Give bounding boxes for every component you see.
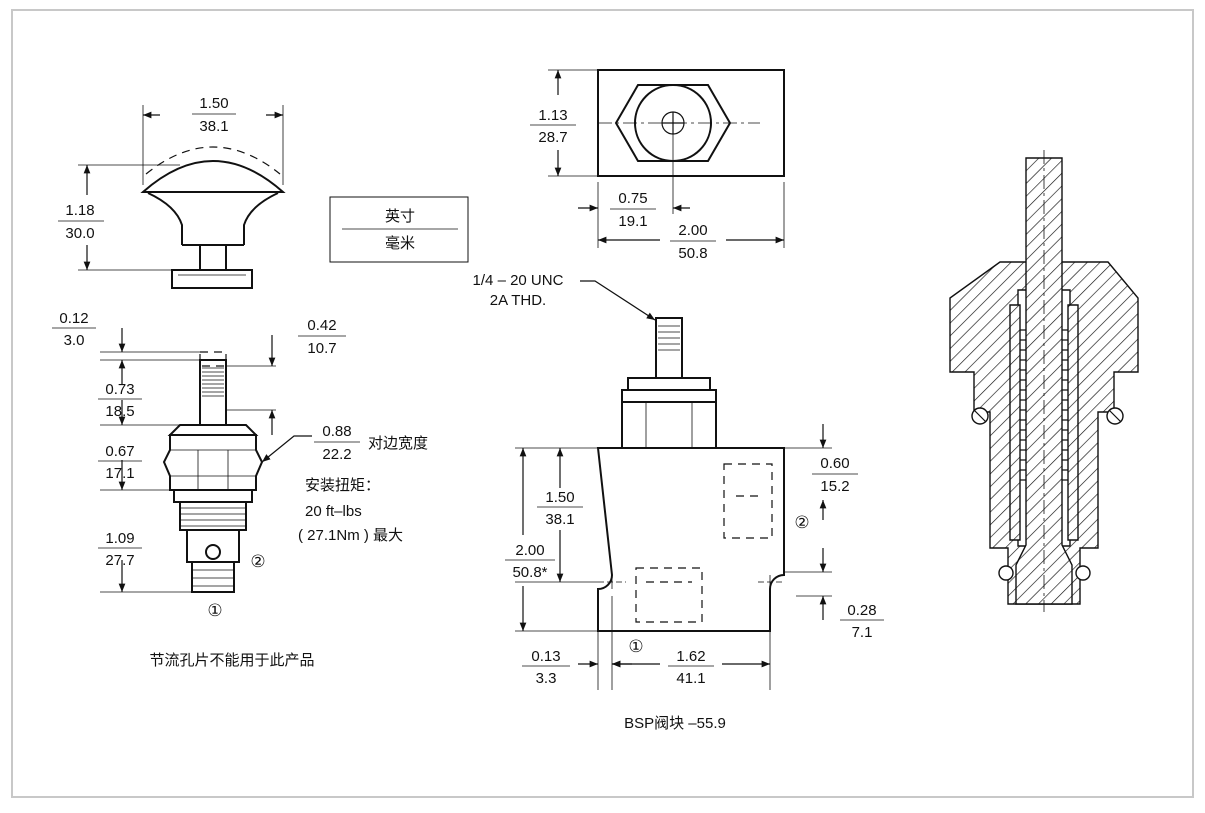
- block-front-view: 1/4 – 20 UNC 2A THD. ② ① 0.60 15.2 0.28: [473, 272, 884, 732]
- cartridge-port-1: ①: [207, 601, 222, 620]
- thread-line1: 1/4 – 20 UNC: [473, 272, 564, 289]
- cartridge-thread: [202, 367, 224, 397]
- units-legend: 英寸 毫米: [329, 196, 469, 263]
- section-view: [949, 150, 1139, 612]
- front-tot-in: 2.00: [515, 542, 544, 559]
- sheet-border: [11, 9, 1194, 798]
- block-top-view: 1.13 28.7 0.75 19.1 2.00 50.8: [530, 69, 785, 262]
- front-span-mm: 41.1: [676, 670, 705, 687]
- cartridge-d1-in: 0.12: [59, 310, 88, 327]
- cartridge-d1-mm: 3.0: [64, 332, 85, 349]
- front-mid-in: 1.50: [545, 489, 574, 506]
- knob-width-mm: 38.1: [199, 118, 228, 135]
- units-inch: 英寸: [385, 207, 415, 225]
- front-edge-in: 0.13: [531, 648, 560, 665]
- thread-leader: [580, 280, 656, 321]
- cartridge-d4-mm: 17.1: [105, 465, 134, 482]
- front-port-2: ②: [794, 513, 809, 532]
- thread-line2: 2A THD.: [490, 292, 546, 309]
- block-caption: BSP阀块 –55.9: [624, 715, 726, 732]
- cartridge-d2-in: 0.42: [307, 317, 336, 334]
- front-hex: [621, 401, 717, 449]
- block-top-off-mm: 19.1: [618, 213, 647, 230]
- hex-leader: [261, 435, 312, 463]
- front-span-in: 1.62: [676, 648, 705, 665]
- cartridge-stem: [199, 359, 227, 426]
- cartridge-d4-in: 0.67: [105, 443, 134, 460]
- knob-stem: [199, 244, 227, 271]
- front-hidden-port-1: [635, 567, 703, 623]
- knob-width-in: 1.50: [199, 95, 228, 112]
- section-sleeve: [1009, 304, 1079, 541]
- cartridge-flange: [173, 489, 253, 503]
- section-oring-left: [998, 565, 1014, 581]
- block-top-w-in: 2.00: [678, 222, 707, 239]
- torque-line2: ( 27.1Nm ) 最大: [298, 527, 403, 544]
- cartridge-d2-mm: 10.7: [307, 340, 336, 357]
- section-spring: [1020, 329, 1068, 481]
- front-hole-in: 0.28: [847, 602, 876, 619]
- cartridge-nose: [191, 561, 235, 593]
- front-tot-mm: 50.8*: [512, 564, 547, 581]
- front-p2-in: 0.60: [820, 455, 849, 472]
- cartridge-d3-in: 0.73: [105, 381, 134, 398]
- knob-hidden-outline: [145, 146, 281, 175]
- front-nut-top: [627, 377, 711, 391]
- front-stem: [655, 317, 683, 379]
- front-nut-collar: [621, 389, 717, 403]
- knob-height-mm: 30.0: [65, 225, 94, 242]
- front-hidden-port-2: [723, 463, 773, 539]
- front-hole-mm: 7.1: [852, 624, 873, 641]
- knob-base: [171, 269, 253, 289]
- knob-cap: [140, 160, 286, 193]
- block-top-h-in: 1.13: [538, 107, 567, 124]
- torque-title: 安装扭矩：: [305, 477, 380, 494]
- cartridge-port-2: ②: [250, 552, 265, 571]
- cartridge-d5-mm: 27.7: [105, 552, 134, 569]
- front-port-1: ①: [628, 637, 643, 656]
- section-oring-right: [1075, 565, 1091, 581]
- hex-in: 0.88: [322, 423, 351, 440]
- knob-neck: [147, 192, 279, 245]
- units-mm: 毫米: [385, 234, 415, 252]
- cartridge-hex: [162, 434, 264, 491]
- hex-mm: 22.2: [322, 446, 351, 463]
- cartridge-d3-mm: 18.5: [105, 403, 134, 420]
- torque-line1: 20 ft–lbs: [305, 503, 362, 520]
- block-top-w-mm: 50.8: [678, 245, 707, 262]
- block-top-h-mm: 28.7: [538, 129, 567, 146]
- front-mid-mm: 38.1: [545, 511, 574, 528]
- block-top-off-in: 0.75: [618, 190, 647, 207]
- front-p2-mm: 15.2: [820, 478, 849, 495]
- knob-view: 1.50 38.1 1.18 30.0: [58, 95, 286, 289]
- front-block-outline: [596, 447, 785, 632]
- cartridge-view: ② ① 0.12 3.0 0.42 10.7 0.73 18.5 0.67 17…: [52, 310, 428, 669]
- hex-label: 对边宽度: [368, 435, 428, 452]
- front-edge-mm: 3.3: [536, 670, 557, 687]
- knob-height-in: 1.18: [65, 202, 94, 219]
- cartridge-note: 节流孔片不能用于此产品: [149, 652, 314, 669]
- cartridge-d5-in: 1.09: [105, 530, 134, 547]
- cartridge-collar: [167, 424, 259, 436]
- cartridge-port-hole: [205, 544, 221, 560]
